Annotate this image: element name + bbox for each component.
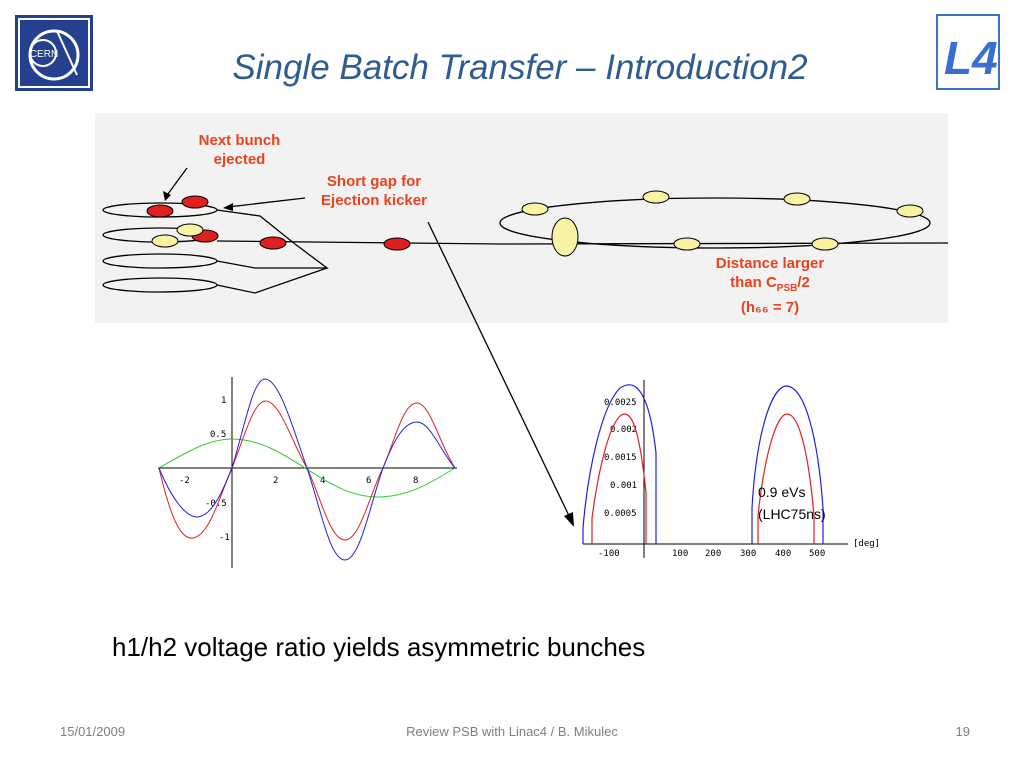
emittance-line2: (LHC75ns) xyxy=(758,506,826,522)
bunch-yellow xyxy=(642,190,670,204)
right-xtick: -100 xyxy=(598,549,620,559)
left-ytick: 0.5 xyxy=(210,430,226,440)
bunch-red xyxy=(181,195,209,209)
bunch-emittance-label: 0.9 eVs (LHC75ns) xyxy=(758,481,826,525)
right-ytick: 0.002 xyxy=(610,425,637,435)
callout-distance-line1: Distance larger xyxy=(715,255,825,272)
profile-red-left xyxy=(591,413,647,544)
footer-center-text: Review PSB with Linac4 / B. Mikulec xyxy=(406,724,618,739)
callout-distance-suffix: /2 xyxy=(797,274,810,291)
bunch-red-ejected xyxy=(146,204,174,218)
curve-h1-green xyxy=(158,438,456,498)
left-xtick: 8 xyxy=(413,476,418,486)
left-xtick: -2 xyxy=(179,476,190,486)
right-ytick: 0.0025 xyxy=(604,398,637,408)
bunch-yellow xyxy=(811,237,839,251)
emittance-line1: 0.9 eVs xyxy=(758,484,806,500)
profile-blue-right xyxy=(751,385,824,544)
bunch-yellow xyxy=(673,237,701,251)
linac4-logo: L4 xyxy=(936,14,1000,90)
bunch-yellow xyxy=(151,234,179,248)
profile-red-right xyxy=(757,413,815,544)
right-xtick: 300 xyxy=(740,549,756,559)
bunch-yellow xyxy=(176,223,204,237)
callout-distance-sub: PSB xyxy=(776,283,798,294)
right-ytick: 0.001 xyxy=(610,481,637,491)
left-ytick: -0.5 xyxy=(205,499,227,509)
left-xtick: 6 xyxy=(366,476,371,486)
callout-distance-prefix: than C xyxy=(730,274,777,291)
bunch-red xyxy=(259,236,287,250)
callout-next-line1: Next bunch xyxy=(198,132,281,149)
cern-logo-text: CERN xyxy=(30,49,58,60)
linac4-logo-text: L4 xyxy=(944,32,998,84)
curve-sum-blue xyxy=(158,378,456,561)
right-xtick: 100 xyxy=(672,549,688,559)
bunch-yellow xyxy=(521,202,549,216)
bunch-yellow xyxy=(783,192,811,206)
curve-h2-red xyxy=(158,400,456,541)
callout-gap-line1: Short gap for xyxy=(326,173,422,190)
right-ytick: 0.0015 xyxy=(604,453,637,463)
bunch-yellow-large xyxy=(551,217,579,257)
right-xtick: 200 xyxy=(705,549,721,559)
bunch-yellow xyxy=(896,204,924,218)
callout-short-gap: Short gap for Ejection kicker xyxy=(304,172,444,210)
footer-date: 15/01/2009 xyxy=(60,724,126,739)
footer-page-number: 19 xyxy=(955,724,970,739)
right-ytick: 0.0005 xyxy=(604,509,637,519)
left-ytick: -1 xyxy=(219,533,230,543)
left-ytick: 1 xyxy=(221,396,226,406)
bunch-red xyxy=(383,237,411,251)
left-xtick: 2 xyxy=(273,476,278,486)
bunch-profile-plot: -100 100 200 300 400 500 [deg] 0.0025 0.… xyxy=(582,380,880,559)
slide-body-text: h1/h2 voltage ratio yields asymmetric bu… xyxy=(112,632,646,662)
callout-distance-line2: than CPSB/2 xyxy=(690,273,850,298)
profile-blue-left xyxy=(582,384,657,544)
callout-next-bunch: Next bunch ejected xyxy=(182,131,297,169)
cern-logo: CERN xyxy=(15,15,93,91)
right-xtick: 500 xyxy=(809,549,825,559)
callout-gap-line2: Ejection kicker xyxy=(321,192,427,209)
left-xtick: 4 xyxy=(320,476,325,486)
right-xtick: 400 xyxy=(775,549,791,559)
callout-distance: Distance larger than CPSB/2 (h₆₆ = 7) xyxy=(690,254,850,317)
callout-next-line2: ejected xyxy=(213,151,266,168)
right-x-unit: [deg] xyxy=(853,539,880,549)
callout-distance-line3: (h₆₆ = 7) xyxy=(740,299,800,316)
rf-voltage-plot: -2 2 4 6 8 1 0.5 -0.5 -1 xyxy=(158,377,457,568)
slide-title: Single Batch Transfer – Introduction2 xyxy=(232,48,808,87)
